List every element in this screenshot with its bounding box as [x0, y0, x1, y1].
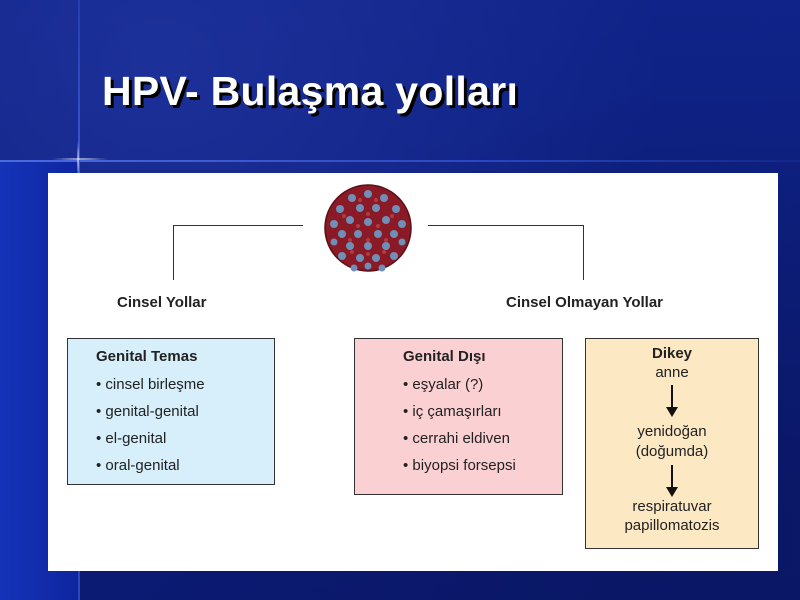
- list-item: el-genital: [96, 425, 274, 452]
- dikey-yenidogan: yenidoğan: [637, 423, 707, 440]
- connector-right-vertical: [583, 225, 584, 280]
- sparkle-decoration-vertical: [77, 140, 79, 180]
- genital-disi-list: eşyalar (?) iç çamaşırları cerrahi eldiv…: [403, 371, 562, 479]
- heading-cinsel-yollar: Cinsel Yollar: [117, 294, 207, 311]
- dikey-anne: anne: [655, 364, 689, 381]
- connector-left-vertical: [173, 225, 174, 280]
- box-genital-disi: Genital Dışı eşyalar (?) iç çamaşırları …: [354, 338, 563, 495]
- slide-title: HPV- Bulaşma yolları: [102, 68, 519, 114]
- connector-left-horizontal: [173, 225, 303, 226]
- list-item: oral-genital: [96, 452, 274, 479]
- box-genital-disi-title: Genital Dışı: [403, 348, 486, 365]
- down-arrow-icon: [666, 465, 678, 497]
- decorative-horizontal-line: [0, 160, 800, 162]
- hpv-virus-icon: [324, 184, 412, 272]
- genital-temas-list: cinsel birleşme genital-genital el-genit…: [96, 371, 274, 479]
- down-arrow-icon: [666, 385, 678, 417]
- list-item: biyopsi forsepsi: [403, 452, 562, 479]
- dikey-papillomatozis: papillomatozis: [624, 517, 720, 534]
- sparkle-decoration: [50, 158, 110, 160]
- box-dikey: Dikey anne yenidoğan (doğumda) respiratu…: [585, 338, 759, 549]
- list-item: cinsel birleşme: [96, 371, 274, 398]
- dikey-respiratuvar: respiratuvar: [632, 498, 712, 515]
- list-item: iç çamaşırları: [403, 398, 562, 425]
- list-item: genital-genital: [96, 398, 274, 425]
- connector-right-horizontal: [428, 225, 584, 226]
- box-genital-temas: Genital Temas cinsel birleşme genital-ge…: [67, 338, 275, 485]
- box-genital-temas-title: Genital Temas: [96, 348, 198, 365]
- heading-cinsel-olmayan-yollar: Cinsel Olmayan Yollar: [506, 294, 664, 311]
- dikey-dogumda: (doğumda): [635, 443, 709, 460]
- box-dikey-title: Dikey: [651, 345, 693, 362]
- list-item: cerrahi eldiven: [403, 425, 562, 452]
- list-item: eşyalar (?): [403, 371, 562, 398]
